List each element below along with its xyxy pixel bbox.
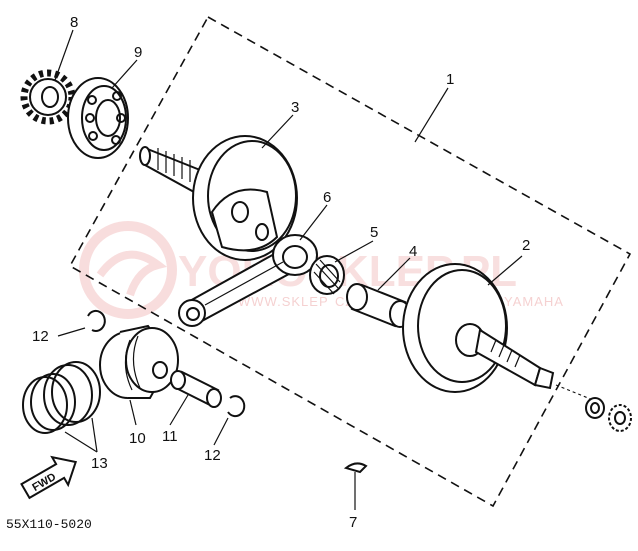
part-sprocket-gear bbox=[20, 69, 76, 125]
part-circlip-lower bbox=[227, 395, 246, 418]
callout-12-upper: 12 bbox=[32, 328, 49, 345]
callout-9: 9 bbox=[134, 44, 142, 61]
callout-13: 13 bbox=[91, 455, 108, 472]
callout-10: 10 bbox=[129, 430, 146, 447]
part-piston bbox=[99, 324, 179, 399]
callout-3: 3 bbox=[291, 99, 299, 116]
part-circlip-upper bbox=[87, 309, 106, 332]
callout-2: 2 bbox=[522, 237, 530, 254]
callout-8: 8 bbox=[70, 14, 78, 31]
fwd-arrow: FWD bbox=[20, 455, 78, 500]
watermark-fragment-left: WWW.SKLEP bbox=[238, 294, 329, 309]
part-crank-left bbox=[139, 135, 298, 261]
callout-4: 4 bbox=[409, 243, 417, 260]
callouts: 1 2 3 4 5 6 7 8 9 10 11 12 12 13 bbox=[32, 14, 530, 531]
callout-1: 1 bbox=[446, 71, 454, 88]
watermark-logo-swoosh-icon bbox=[96, 250, 168, 297]
callout-7: 7 bbox=[349, 514, 357, 531]
catalog-code: 55X110-5020 bbox=[6, 517, 92, 532]
part-nut-washer bbox=[555, 384, 632, 432]
callout-11: 11 bbox=[162, 428, 178, 445]
callout-12-lower: 12 bbox=[204, 447, 221, 464]
callout-5: 5 bbox=[370, 224, 378, 241]
part-woodruff-key bbox=[343, 462, 368, 474]
watermark-fragment-right: YAMAHA bbox=[504, 294, 564, 309]
leader-lines bbox=[54, 29, 523, 510]
part-piston-pin bbox=[170, 370, 222, 408]
assembly-boundary bbox=[68, 15, 632, 508]
callout-6: 6 bbox=[323, 189, 331, 206]
part-piston-rings bbox=[22, 361, 101, 434]
part-crank-right bbox=[402, 263, 555, 393]
part-bearing bbox=[67, 77, 129, 159]
fwd-arrow-icon bbox=[20, 455, 78, 500]
watermark-logo-icon bbox=[79, 221, 177, 319]
part-needle-bearing bbox=[309, 255, 345, 295]
part-connecting-rod bbox=[178, 234, 318, 327]
